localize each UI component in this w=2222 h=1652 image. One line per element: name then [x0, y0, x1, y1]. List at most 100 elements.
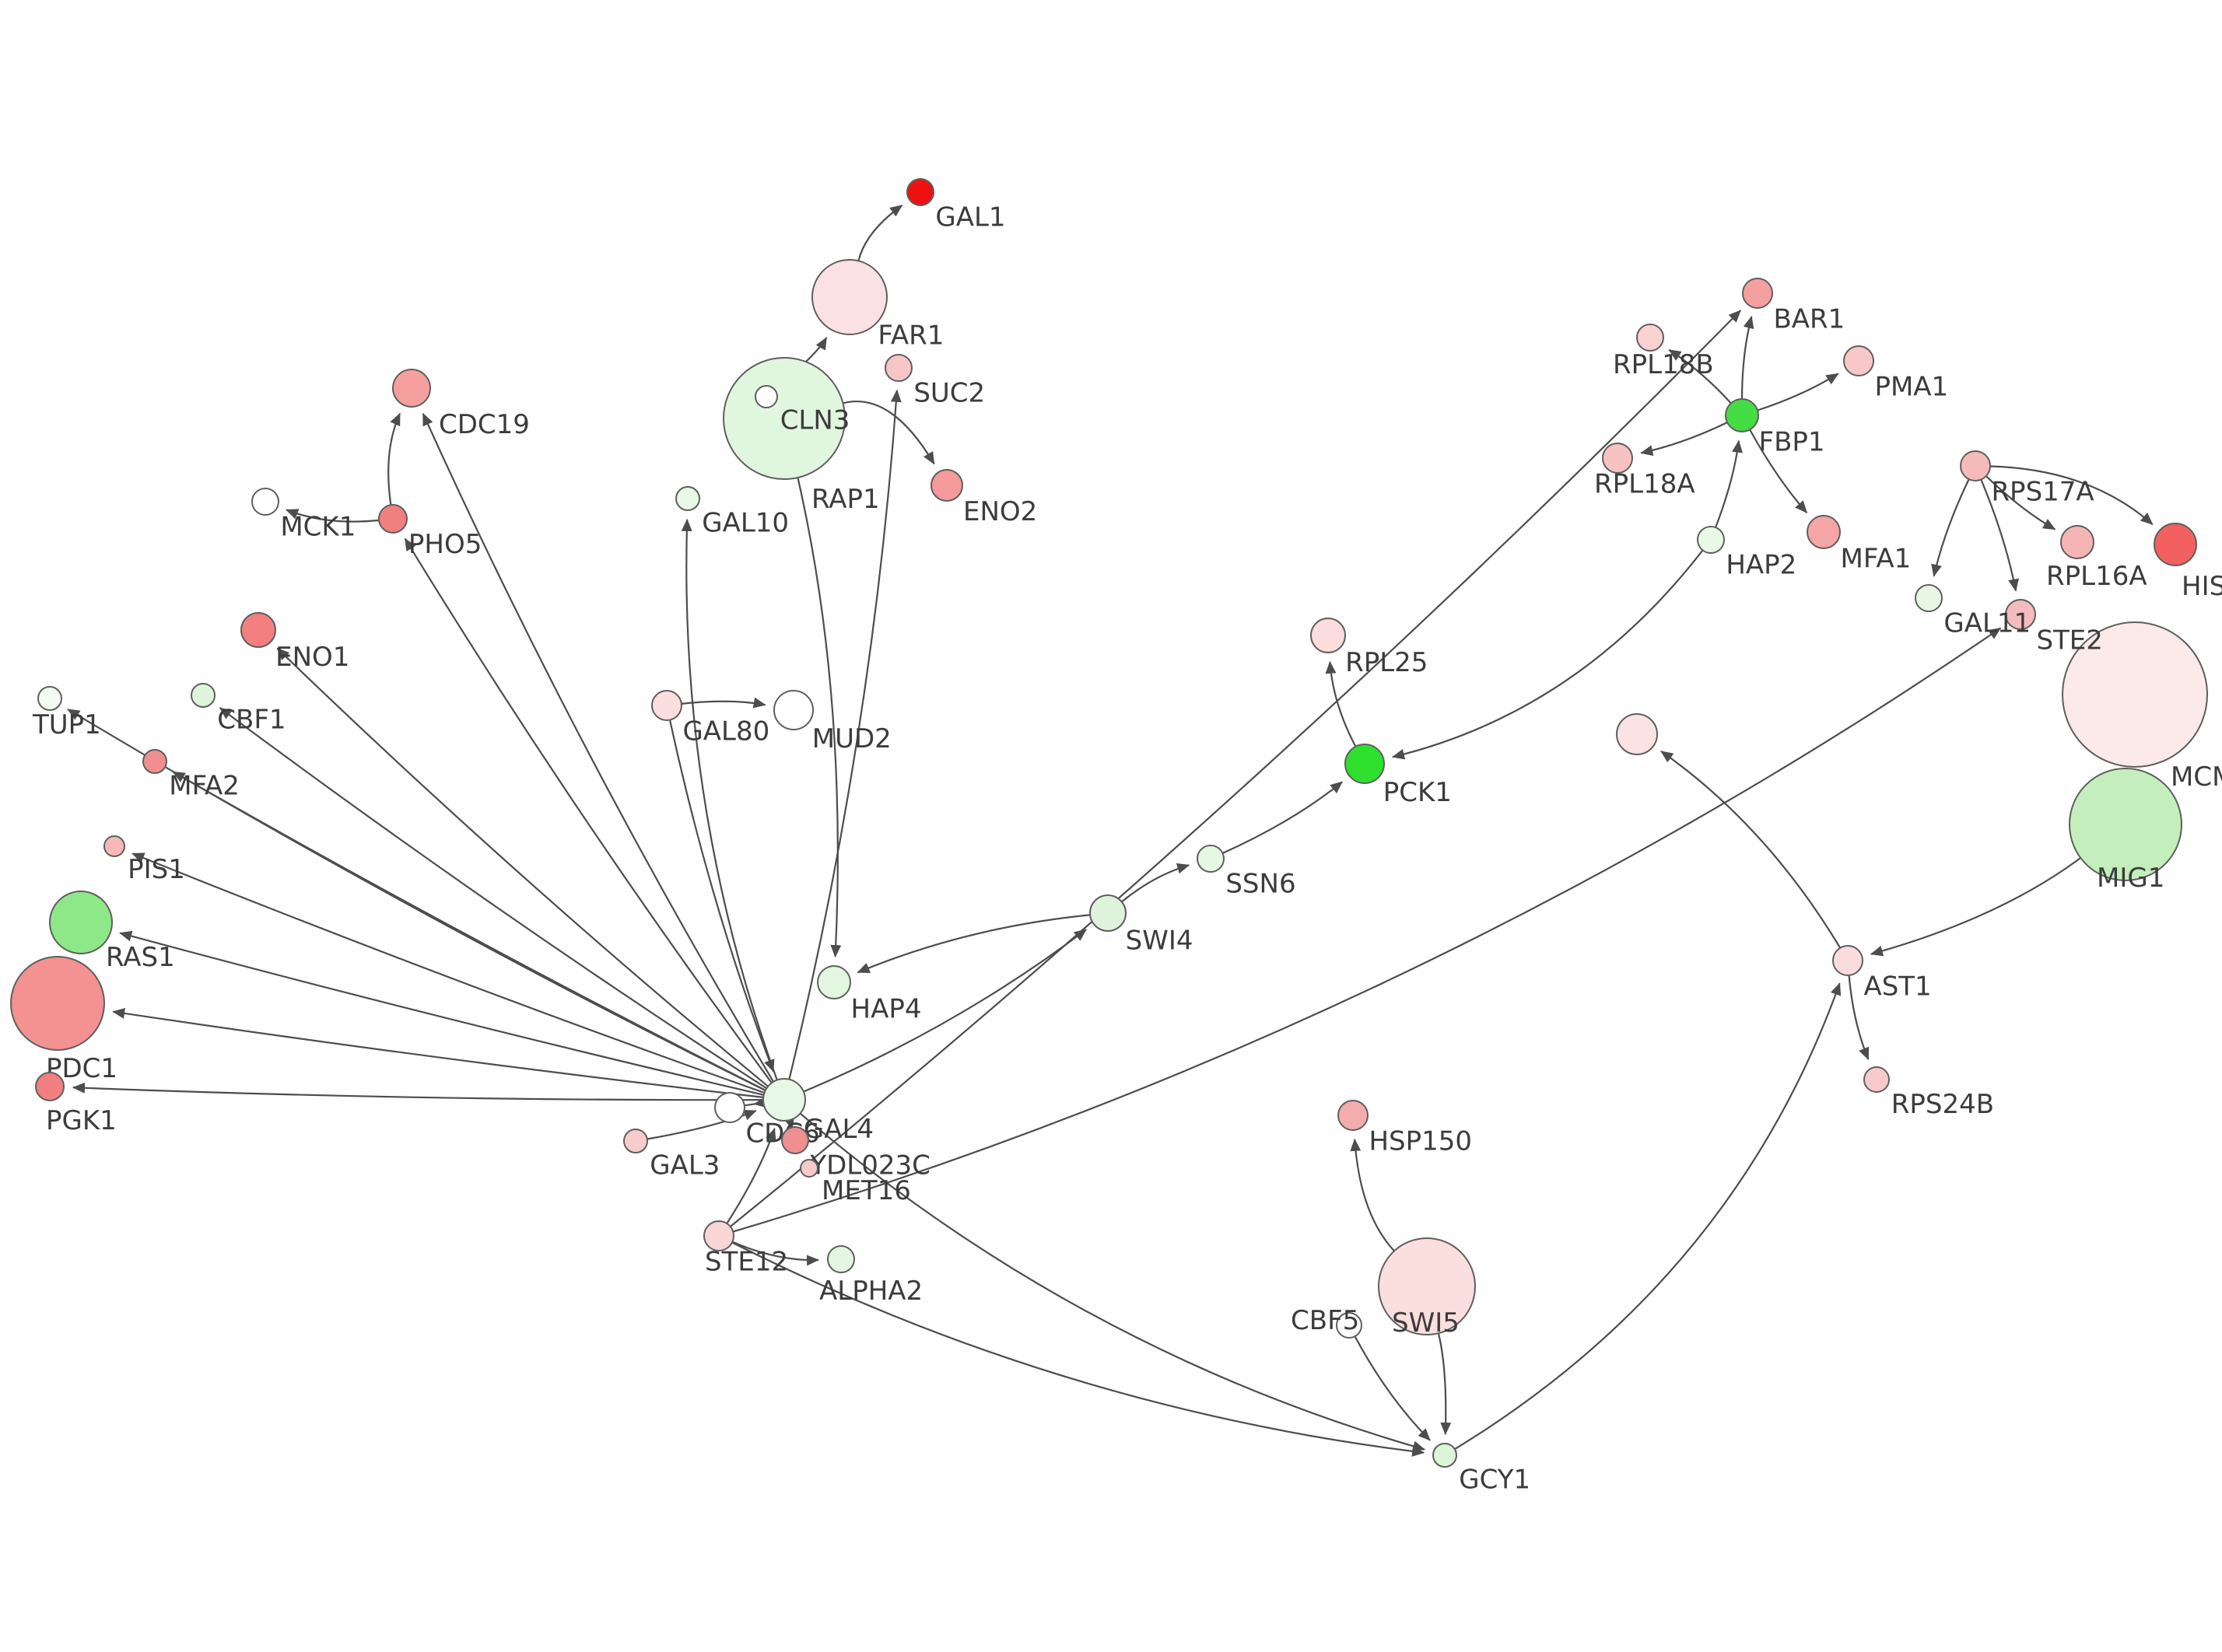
edge-fbp1-pma1[interactable] [1757, 373, 1839, 411]
node-circle-cdc19[interactable] [392, 369, 431, 408]
edge-gal4-suc2[interactable] [788, 389, 902, 1080]
node-circle-rps24b[interactable] [1863, 1066, 1890, 1093]
edge-swi5-gcy1[interactable] [1437, 1332, 1452, 1435]
edge-gal4-gcy1[interactable] [799, 1112, 1425, 1452]
edge-ste12-bar1[interactable] [730, 310, 1741, 1227]
node-circle-fbp1[interactable] [1725, 398, 1759, 432]
edge-gal4-mfa2[interactable] [172, 771, 766, 1091]
node-circle-mfa2[interactable] [142, 749, 167, 774]
edge-gcy1-ast1[interactable] [1454, 982, 1842, 1451]
node-circle-swi5[interactable] [1378, 1237, 1476, 1335]
edge-pho5-cdc19[interactable] [387, 412, 401, 506]
node-circle-gal1[interactable] [906, 178, 934, 206]
node-circle-rpl25[interactable] [1310, 618, 1346, 653]
edge-gal4-pis1[interactable] [131, 852, 765, 1094]
edge-gal4-pdc1[interactable] [112, 1008, 764, 1098]
node-circle-met16[interactable] [800, 1159, 818, 1178]
node-circle-hap2[interactable] [1697, 526, 1725, 554]
node-circle-rpl18b[interactable] [1636, 324, 1664, 352]
node-circle-tup1[interactable] [37, 686, 62, 711]
node-circle-ste2[interactable] [2005, 599, 2036, 630]
edge-gal4-cdc19[interactable] [422, 412, 775, 1083]
node-circle-gcy1[interactable] [1432, 1443, 1457, 1468]
node-circle-pgk1[interactable] [35, 1072, 65, 1101]
node-circle-pck1[interactable] [1344, 744, 1385, 784]
node-circle-cbf5[interactable] [1336, 1312, 1362, 1339]
node-circle-rpl18a[interactable] [1602, 443, 1633, 474]
edge-ast1-rps24b[interactable] [1848, 975, 1870, 1061]
edge-hap2-pck1[interactable] [1392, 549, 1704, 760]
node-circle-pma1[interactable] [1843, 345, 1874, 376]
edge-cdc6-gal4[interactable] [744, 1097, 767, 1108]
edge-fbp1-mfa1[interactable] [1749, 429, 1808, 513]
edge-gal4-eno1[interactable] [276, 647, 769, 1087]
node-circle-mud2[interactable] [773, 690, 814, 730]
edge-gal4-cbf1[interactable] [219, 707, 767, 1090]
edge-rps17a-gal11[interactable] [1931, 478, 1970, 577]
edge-ste12-ste2[interactable] [732, 627, 2002, 1233]
edge-mig1-ast1[interactable] [1870, 857, 2081, 957]
edge-gal4-pgk1[interactable] [72, 1082, 764, 1101]
edge-rap1-hap4[interactable] [797, 477, 842, 957]
node-circle-node_x[interactable] [1616, 713, 1658, 755]
node-circle-rpl16a[interactable] [2060, 525, 2094, 559]
node-circle-gal10[interactable] [675, 486, 700, 511]
node-circle-mcm1[interactable] [2062, 621, 2208, 768]
node-circle-ast1[interactable] [1832, 945, 1863, 976]
node-circle-his4[interactable] [2154, 523, 2197, 566]
edge-rap1-eno2[interactable] [843, 400, 935, 465]
node-circle-ydl023c[interactable] [781, 1126, 809, 1154]
node-circle-cbf1[interactable] [191, 683, 216, 708]
edge-swi4-ssn6[interactable] [1121, 863, 1190, 903]
edge-gal4-swi4[interactable] [803, 929, 1087, 1093]
node-circle-cln3[interactable] [755, 385, 778, 408]
edge-rps17a-ste2[interactable] [1980, 479, 2019, 592]
node-circle-rap1[interactable] [723, 357, 846, 480]
edge-swi5-hsp150[interactable] [1350, 1138, 1395, 1252]
edge-fbp1-rpl18a[interactable] [1640, 422, 1728, 457]
edge-gal4-pho5[interactable] [404, 537, 773, 1083]
node-circle-rps17a[interactable] [1960, 450, 1991, 481]
node-circle-gal80[interactable] [651, 690, 682, 721]
node-circle-gal3[interactable] [623, 1129, 648, 1153]
node-circle-hsp150[interactable] [1337, 1100, 1369, 1131]
node-circle-swi4[interactable] [1089, 894, 1127, 932]
edge-far1-gal1[interactable] [857, 205, 903, 261]
node-circle-gal11[interactable] [1915, 584, 1943, 612]
node-circle-alpha2[interactable] [827, 1245, 855, 1273]
node-circle-pho5[interactable] [378, 504, 408, 534]
node-circle-ssn6[interactable] [1197, 845, 1225, 873]
edge-gal4-gal10[interactable] [681, 519, 778, 1080]
node-circle-mck1[interactable] [251, 488, 279, 516]
node-circle-bar1[interactable] [1742, 278, 1773, 309]
edge-ste12-alpha2[interactable] [731, 1241, 819, 1266]
edge-ste12-gal4[interactable] [726, 1128, 776, 1224]
edge-pck1-rpl25[interactable] [1325, 660, 1357, 747]
node-circle-ste12[interactable] [703, 1220, 734, 1251]
node-circle-eno2[interactable] [931, 469, 963, 502]
node-circle-hap4[interactable] [817, 965, 851, 999]
edge-swi4-hap4[interactable] [857, 914, 1091, 974]
node-circle-ras1[interactable] [49, 891, 113, 954]
node-circle-pdc1[interactable] [10, 956, 105, 1051]
edge-gal3-gal4[interactable] [647, 1110, 757, 1140]
node-circle-eno1[interactable] [240, 612, 276, 648]
edge-cbf5-gcy1[interactable] [1354, 1335, 1431, 1441]
edge-hap2-fbp1[interactable] [1715, 439, 1743, 528]
edge-ste12-gcy1[interactable] [731, 1241, 1425, 1457]
edge-gal4-tup1[interactable] [67, 708, 766, 1091]
edge-gal80-gal4[interactable] [668, 719, 775, 1073]
node-circle-far1[interactable] [811, 259, 888, 335]
node-circle-cdc6[interactable] [714, 1092, 745, 1123]
edge-fbp1-bar1[interactable] [1740, 316, 1754, 400]
edge-gal4-ras1[interactable] [119, 930, 764, 1096]
edge-rps17a-rpl16a[interactable] [1985, 475, 2056, 530]
node-circle-pis1[interactable] [103, 835, 125, 857]
edge-fbp1-rpl18b[interactable] [1668, 348, 1732, 404]
edge-ast1-node_x[interactable] [1660, 751, 1842, 949]
node-circle-gal4[interactable] [762, 1078, 806, 1122]
edge-gal80-mud2[interactable] [681, 697, 766, 709]
edge-pho5-mck1[interactable] [286, 509, 380, 523]
node-circle-suc2[interactable] [885, 354, 913, 382]
node-circle-mfa1[interactable] [1807, 515, 1841, 549]
